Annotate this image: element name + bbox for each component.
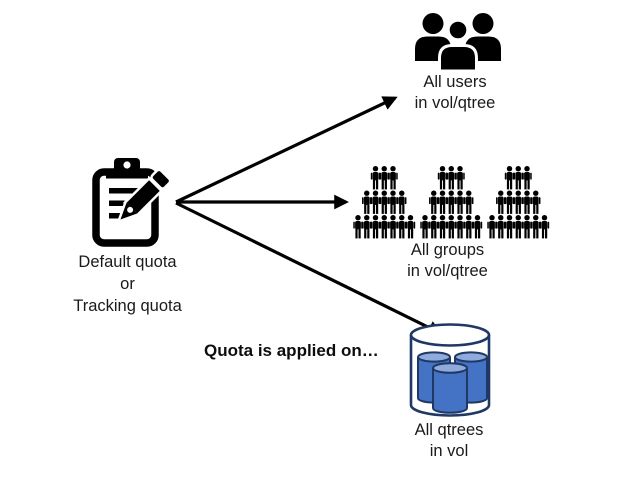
source-label-line-1: Default quota [78, 253, 177, 271]
qtrees-label-line-2: in vol [429, 442, 469, 460]
groups-label-line-2: in vol/qtree [407, 262, 488, 280]
quota-caption: Quota is applied on… [204, 341, 379, 360]
groups-label: All groups in vol/qtree [384, 240, 511, 282]
source-label-line-2: or [120, 275, 135, 293]
qtrees-cylinder-icon [409, 323, 491, 417]
source-label-line-3: Tracking quota [73, 297, 182, 315]
groups-label-line-1: All groups [410, 241, 485, 259]
users-group-icon [415, 13, 501, 71]
qtrees-label-line-1: All qtrees [414, 421, 484, 439]
users-label-line-2: in vol/qtree [414, 94, 496, 112]
source-label: Default quota or Tracking quota [50, 251, 205, 317]
users-label: All users in vol/qtree [388, 72, 522, 114]
users-label-line-1: All users [423, 73, 487, 91]
qtrees-label: All qtrees in vol [387, 420, 511, 462]
clipboard-pencil-icon [92, 158, 170, 247]
groups-crowd-icon [353, 166, 551, 239]
